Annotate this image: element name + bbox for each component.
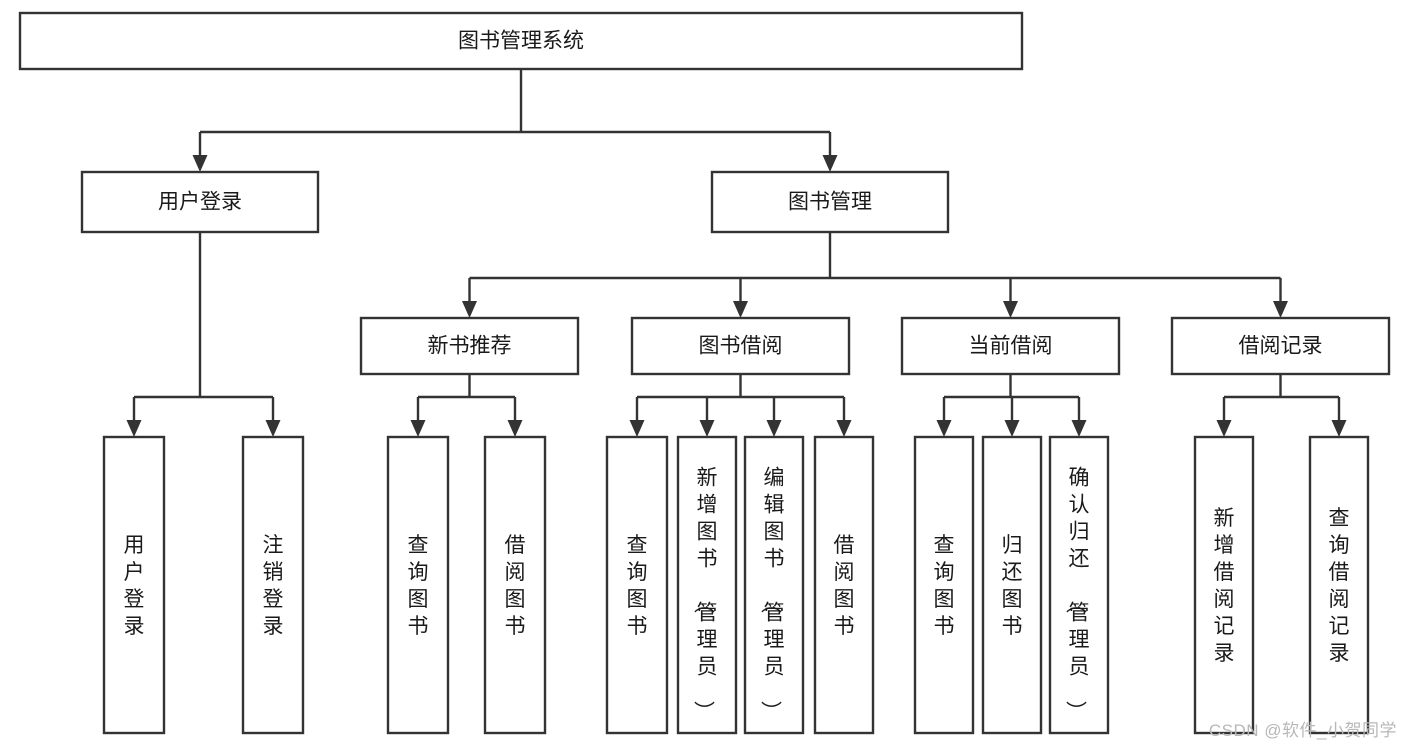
node-box bbox=[386, 435, 450, 735]
edges-layer bbox=[126, 69, 1347, 437]
node-label: 图书借阅 bbox=[699, 335, 783, 358]
node-n-user-login[interactable]: 用户登录 bbox=[80, 170, 320, 234]
node-box bbox=[359, 316, 580, 376]
node-label: 注销登录 bbox=[263, 534, 284, 638]
node-n-borrow[interactable]: 图书借阅 bbox=[630, 316, 851, 376]
node-box bbox=[676, 435, 738, 735]
node-root[interactable]: 图书管理系统 bbox=[18, 11, 1024, 71]
node-label: 编辑图书（管理员） bbox=[759, 467, 785, 722]
node-box bbox=[900, 316, 1121, 376]
node-n-record[interactable]: 借阅记录 bbox=[1170, 316, 1391, 376]
node-l-confirm-return[interactable]: 确认归还（管理员） bbox=[1048, 435, 1110, 735]
node-label: 查询借阅记录 bbox=[1329, 507, 1350, 665]
node-label: 用户登录 bbox=[124, 534, 145, 638]
node-n-current[interactable]: 当前借阅 bbox=[900, 316, 1121, 376]
node-box bbox=[710, 170, 950, 234]
node-label: 查询图书 bbox=[408, 534, 429, 638]
node-label: 用户登录 bbox=[158, 191, 242, 214]
node-label: 借阅记录 bbox=[1239, 335, 1323, 358]
nodes-layer: 图书管理系统用户登录图书管理新书推荐图书借阅当前借阅借阅记录用户登录注销登录查询… bbox=[18, 11, 1391, 735]
node-box bbox=[18, 11, 1024, 71]
node-label: 确认归还（管理员） bbox=[1064, 467, 1090, 722]
node-label: 查询图书 bbox=[627, 534, 648, 638]
node-label: 新书推荐 bbox=[428, 335, 512, 358]
node-label: 图书管理系统 bbox=[458, 30, 584, 53]
node-box bbox=[1170, 316, 1391, 376]
node-box bbox=[743, 435, 805, 735]
node-label: 图书管理 bbox=[788, 191, 872, 214]
node-box bbox=[813, 435, 875, 735]
node-l-add-book[interactable]: 新增图书（管理员） bbox=[676, 435, 738, 735]
node-n-book-mgmt[interactable]: 图书管理 bbox=[710, 170, 950, 234]
node-box bbox=[1308, 435, 1370, 735]
node-l-query-record[interactable]: 查询借阅记录 bbox=[1308, 435, 1370, 735]
node-l-borrow-book-1[interactable]: 借阅图书 bbox=[483, 435, 547, 735]
node-label: 归还图书 bbox=[1002, 534, 1023, 638]
node-label: 新增借阅记录 bbox=[1214, 507, 1235, 665]
node-l-add-record[interactable]: 新增借阅记录 bbox=[1193, 435, 1255, 735]
node-n-new-rec[interactable]: 新书推荐 bbox=[359, 316, 580, 376]
node-label: 借阅图书 bbox=[834, 534, 855, 638]
node-box bbox=[913, 435, 975, 735]
node-l-return-book[interactable]: 归还图书 bbox=[981, 435, 1043, 735]
node-l-borrow-book-2[interactable]: 借阅图书 bbox=[813, 435, 875, 735]
node-box bbox=[241, 435, 305, 735]
node-l-user-login[interactable]: 用户登录 bbox=[102, 435, 166, 735]
node-box bbox=[1193, 435, 1255, 735]
node-l-query-book-3[interactable]: 查询图书 bbox=[913, 435, 975, 735]
node-l-query-book-2[interactable]: 查询图书 bbox=[605, 435, 669, 735]
node-label: 借阅图书 bbox=[505, 534, 526, 638]
node-box bbox=[80, 170, 320, 234]
node-box bbox=[605, 435, 669, 735]
node-l-query-book-1[interactable]: 查询图书 bbox=[386, 435, 450, 735]
node-label: 新增图书（管理员） bbox=[692, 467, 718, 722]
node-box bbox=[483, 435, 547, 735]
node-l-edit-book[interactable]: 编辑图书（管理员） bbox=[743, 435, 805, 735]
node-l-user-logout[interactable]: 注销登录 bbox=[241, 435, 305, 735]
node-box bbox=[981, 435, 1043, 735]
node-label: 查询图书 bbox=[934, 534, 955, 638]
node-box bbox=[630, 316, 851, 376]
node-box bbox=[102, 435, 166, 735]
node-label: 当前借阅 bbox=[969, 335, 1053, 358]
node-box bbox=[1048, 435, 1110, 735]
